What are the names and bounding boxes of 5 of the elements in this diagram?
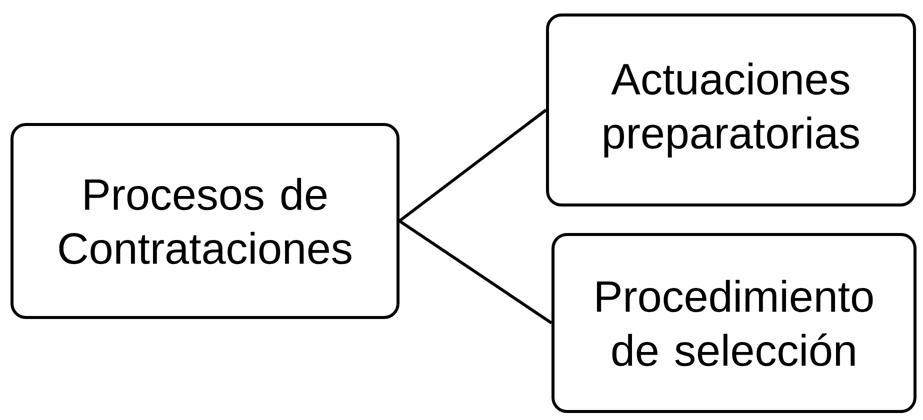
connector-line — [398, 220, 552, 324]
process-box: Procedimiento de selección — [552, 233, 916, 413]
connector-line — [398, 108, 547, 222]
process-box: Actuaciones preparatorias — [546, 14, 916, 206]
process-box: Procesos de Contrataciones — [10, 123, 400, 319]
